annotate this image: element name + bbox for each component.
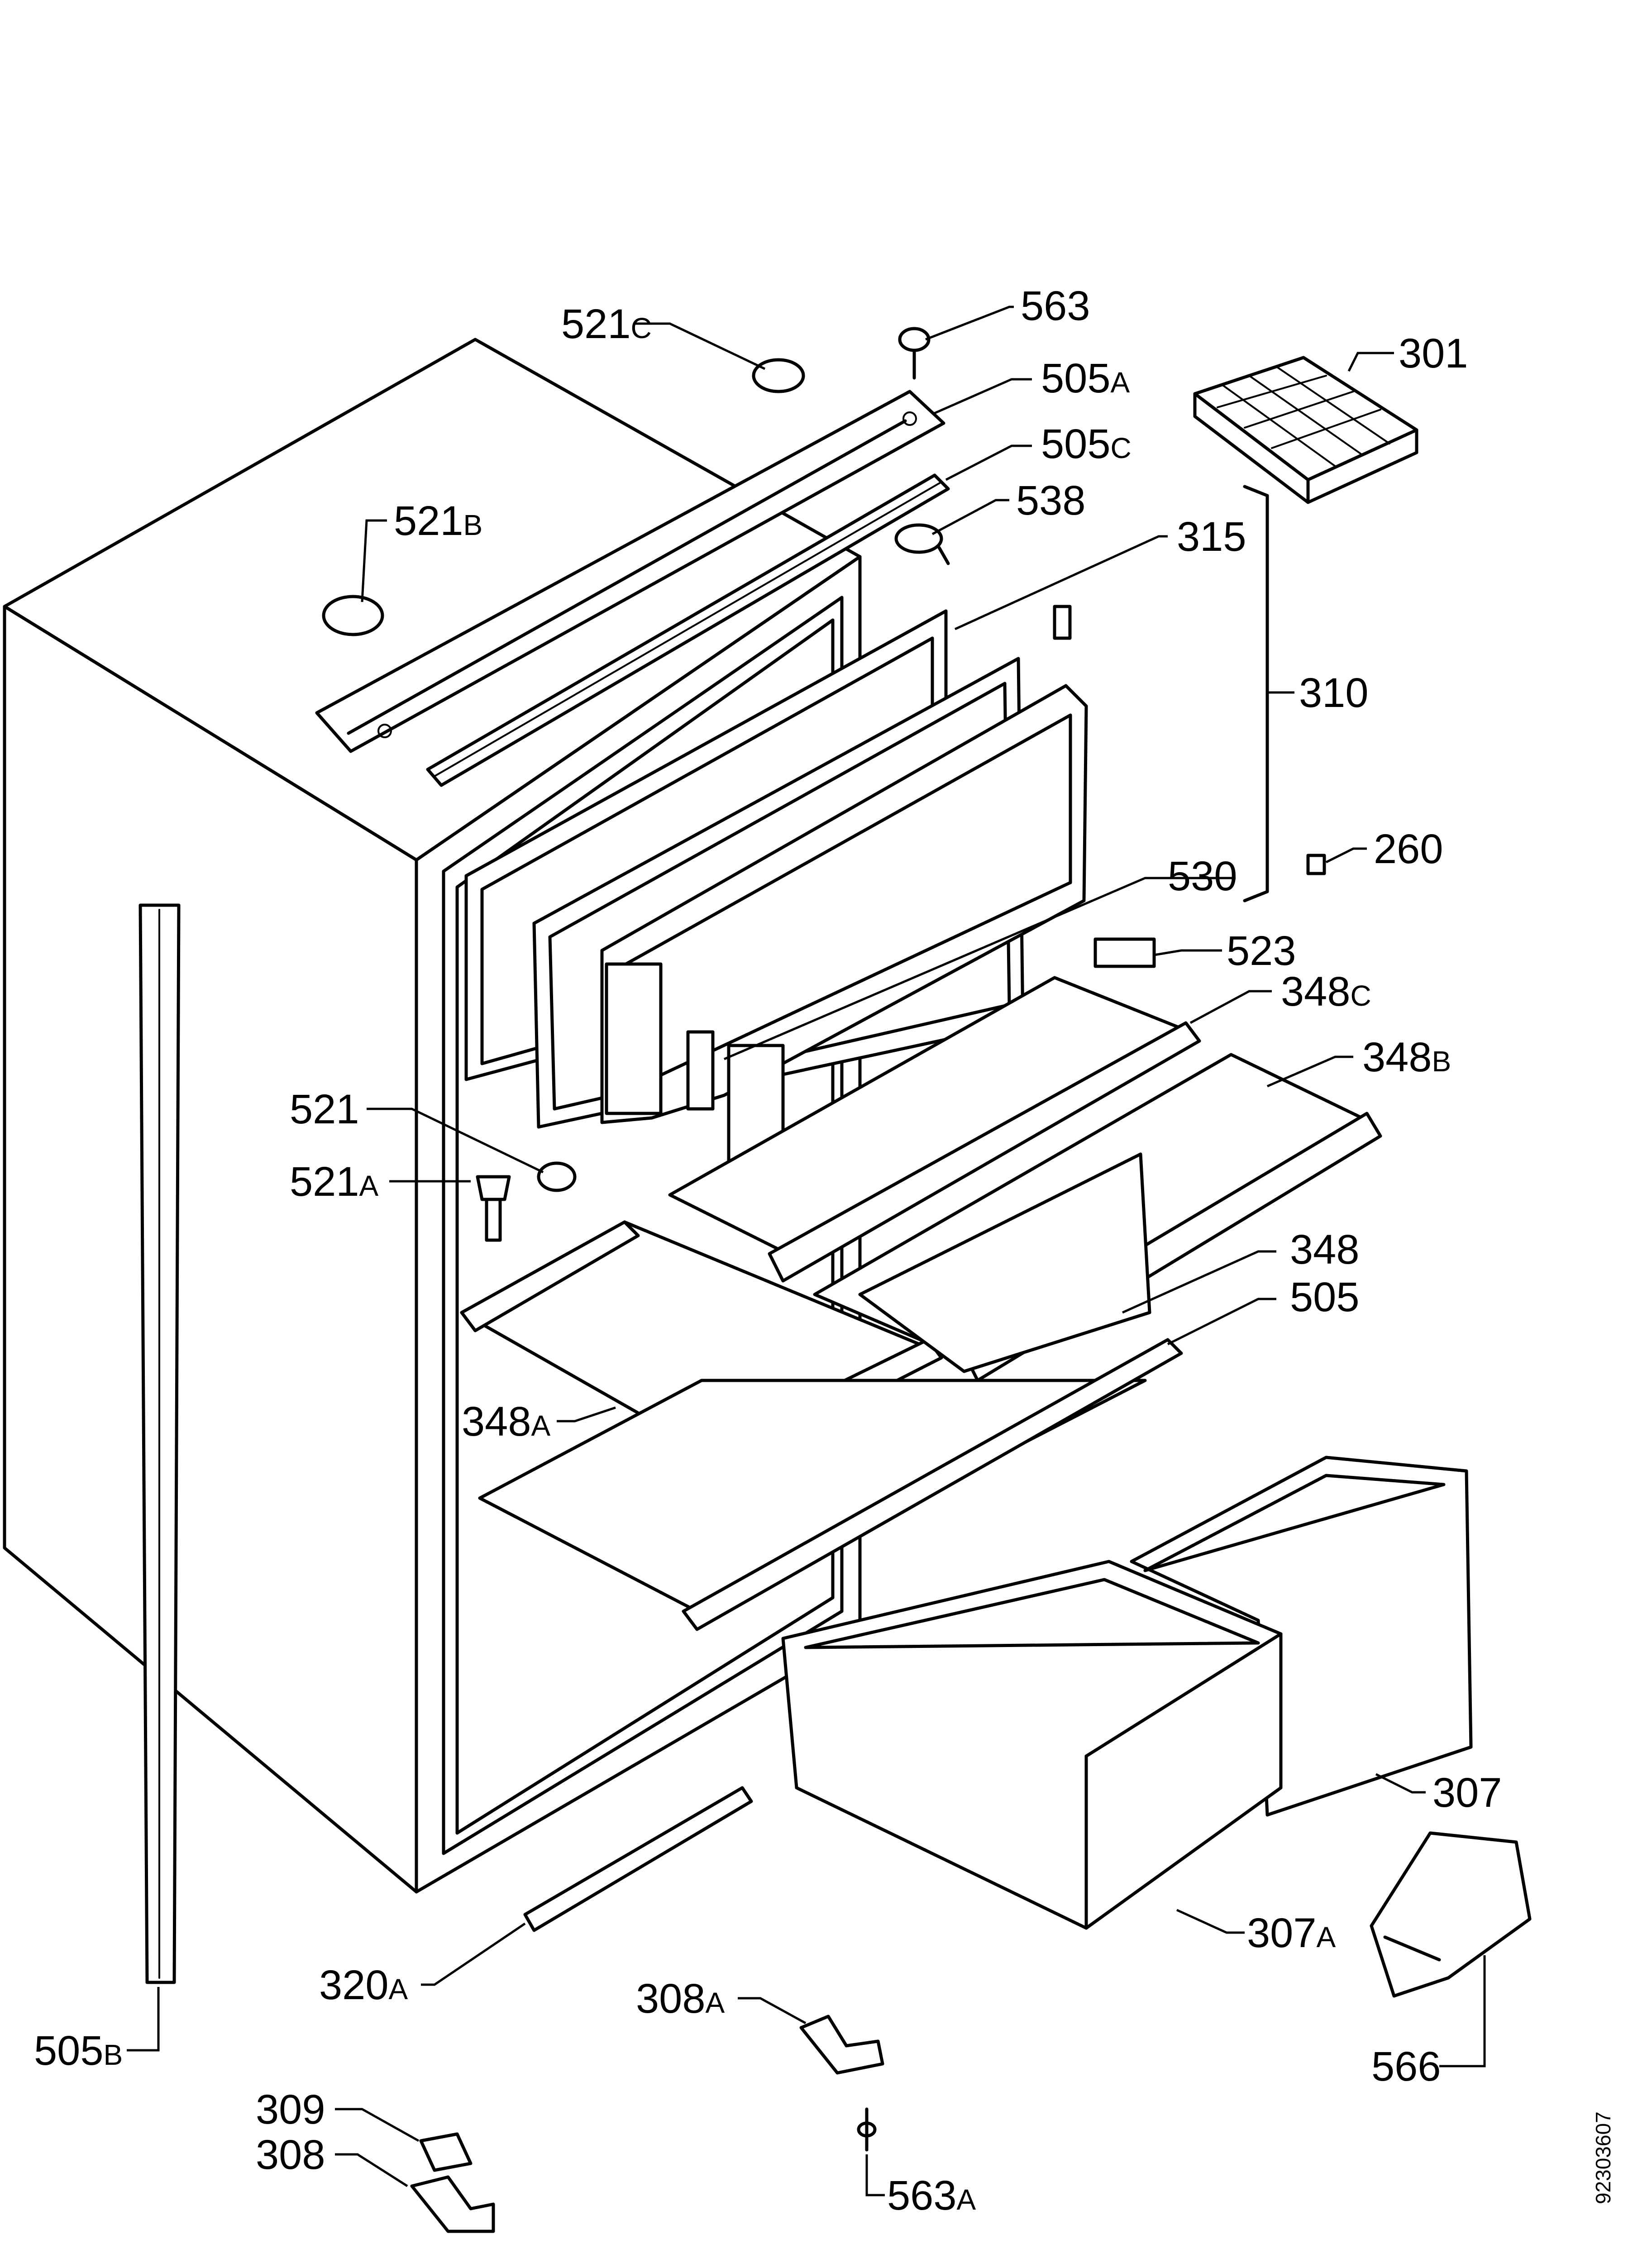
callout-307a: 307A	[1247, 1910, 1336, 1956]
bottom-parts	[138, 903, 1532, 2233]
callout-521: 521	[290, 1086, 359, 1132]
callout-505c: 505C	[1041, 421, 1132, 467]
callout-301: 301	[1399, 330, 1468, 377]
drawing-number: 92303607	[1591, 2111, 1615, 2204]
ice-tray-301	[1193, 356, 1418, 504]
callout-530: 530	[1168, 853, 1237, 899]
callout-523: 523	[1227, 928, 1296, 974]
bracket-310	[1243, 485, 1269, 902]
callout-348a: 348A	[462, 1399, 551, 1445]
callout-505a: 505A	[1041, 355, 1130, 401]
callout-315: 315	[1177, 514, 1246, 560]
callout-308a: 308A	[636, 1976, 725, 2022]
callout-521c: 521C	[561, 301, 652, 347]
callout-348: 348	[1290, 1227, 1360, 1273]
callout-505b: 505B	[34, 2028, 123, 2074]
callout-505: 505	[1290, 1274, 1360, 1320]
door-assembly	[464, 609, 1088, 1170]
leader-lines	[127, 306, 1486, 2196]
callout-566: 566	[1371, 2043, 1441, 2090]
gasket-strip-505c	[426, 473, 950, 787]
callout-563a: 563A	[887, 2172, 976, 2219]
callout-521a: 521A	[290, 1159, 379, 1205]
callout-563: 563	[1021, 283, 1090, 329]
crisper-drawers	[781, 1456, 1473, 1930]
callout-521b: 521B	[394, 498, 483, 544]
callout-310: 310	[1299, 670, 1369, 716]
callout-307: 307	[1432, 1770, 1502, 1816]
callout-348b: 348B	[1362, 1034, 1451, 1080]
callout-348c: 348C	[1281, 969, 1371, 1015]
small-parts	[322, 327, 1326, 1242]
callout-320a: 320A	[319, 1962, 408, 2008]
callout-538: 538	[1016, 477, 1086, 524]
shelves	[460, 976, 1382, 1631]
hinge-bar-505a	[315, 390, 945, 753]
callout-260: 260	[1374, 826, 1443, 872]
callout-308: 308	[256, 2132, 325, 2178]
callout-309: 309	[256, 2086, 325, 2133]
